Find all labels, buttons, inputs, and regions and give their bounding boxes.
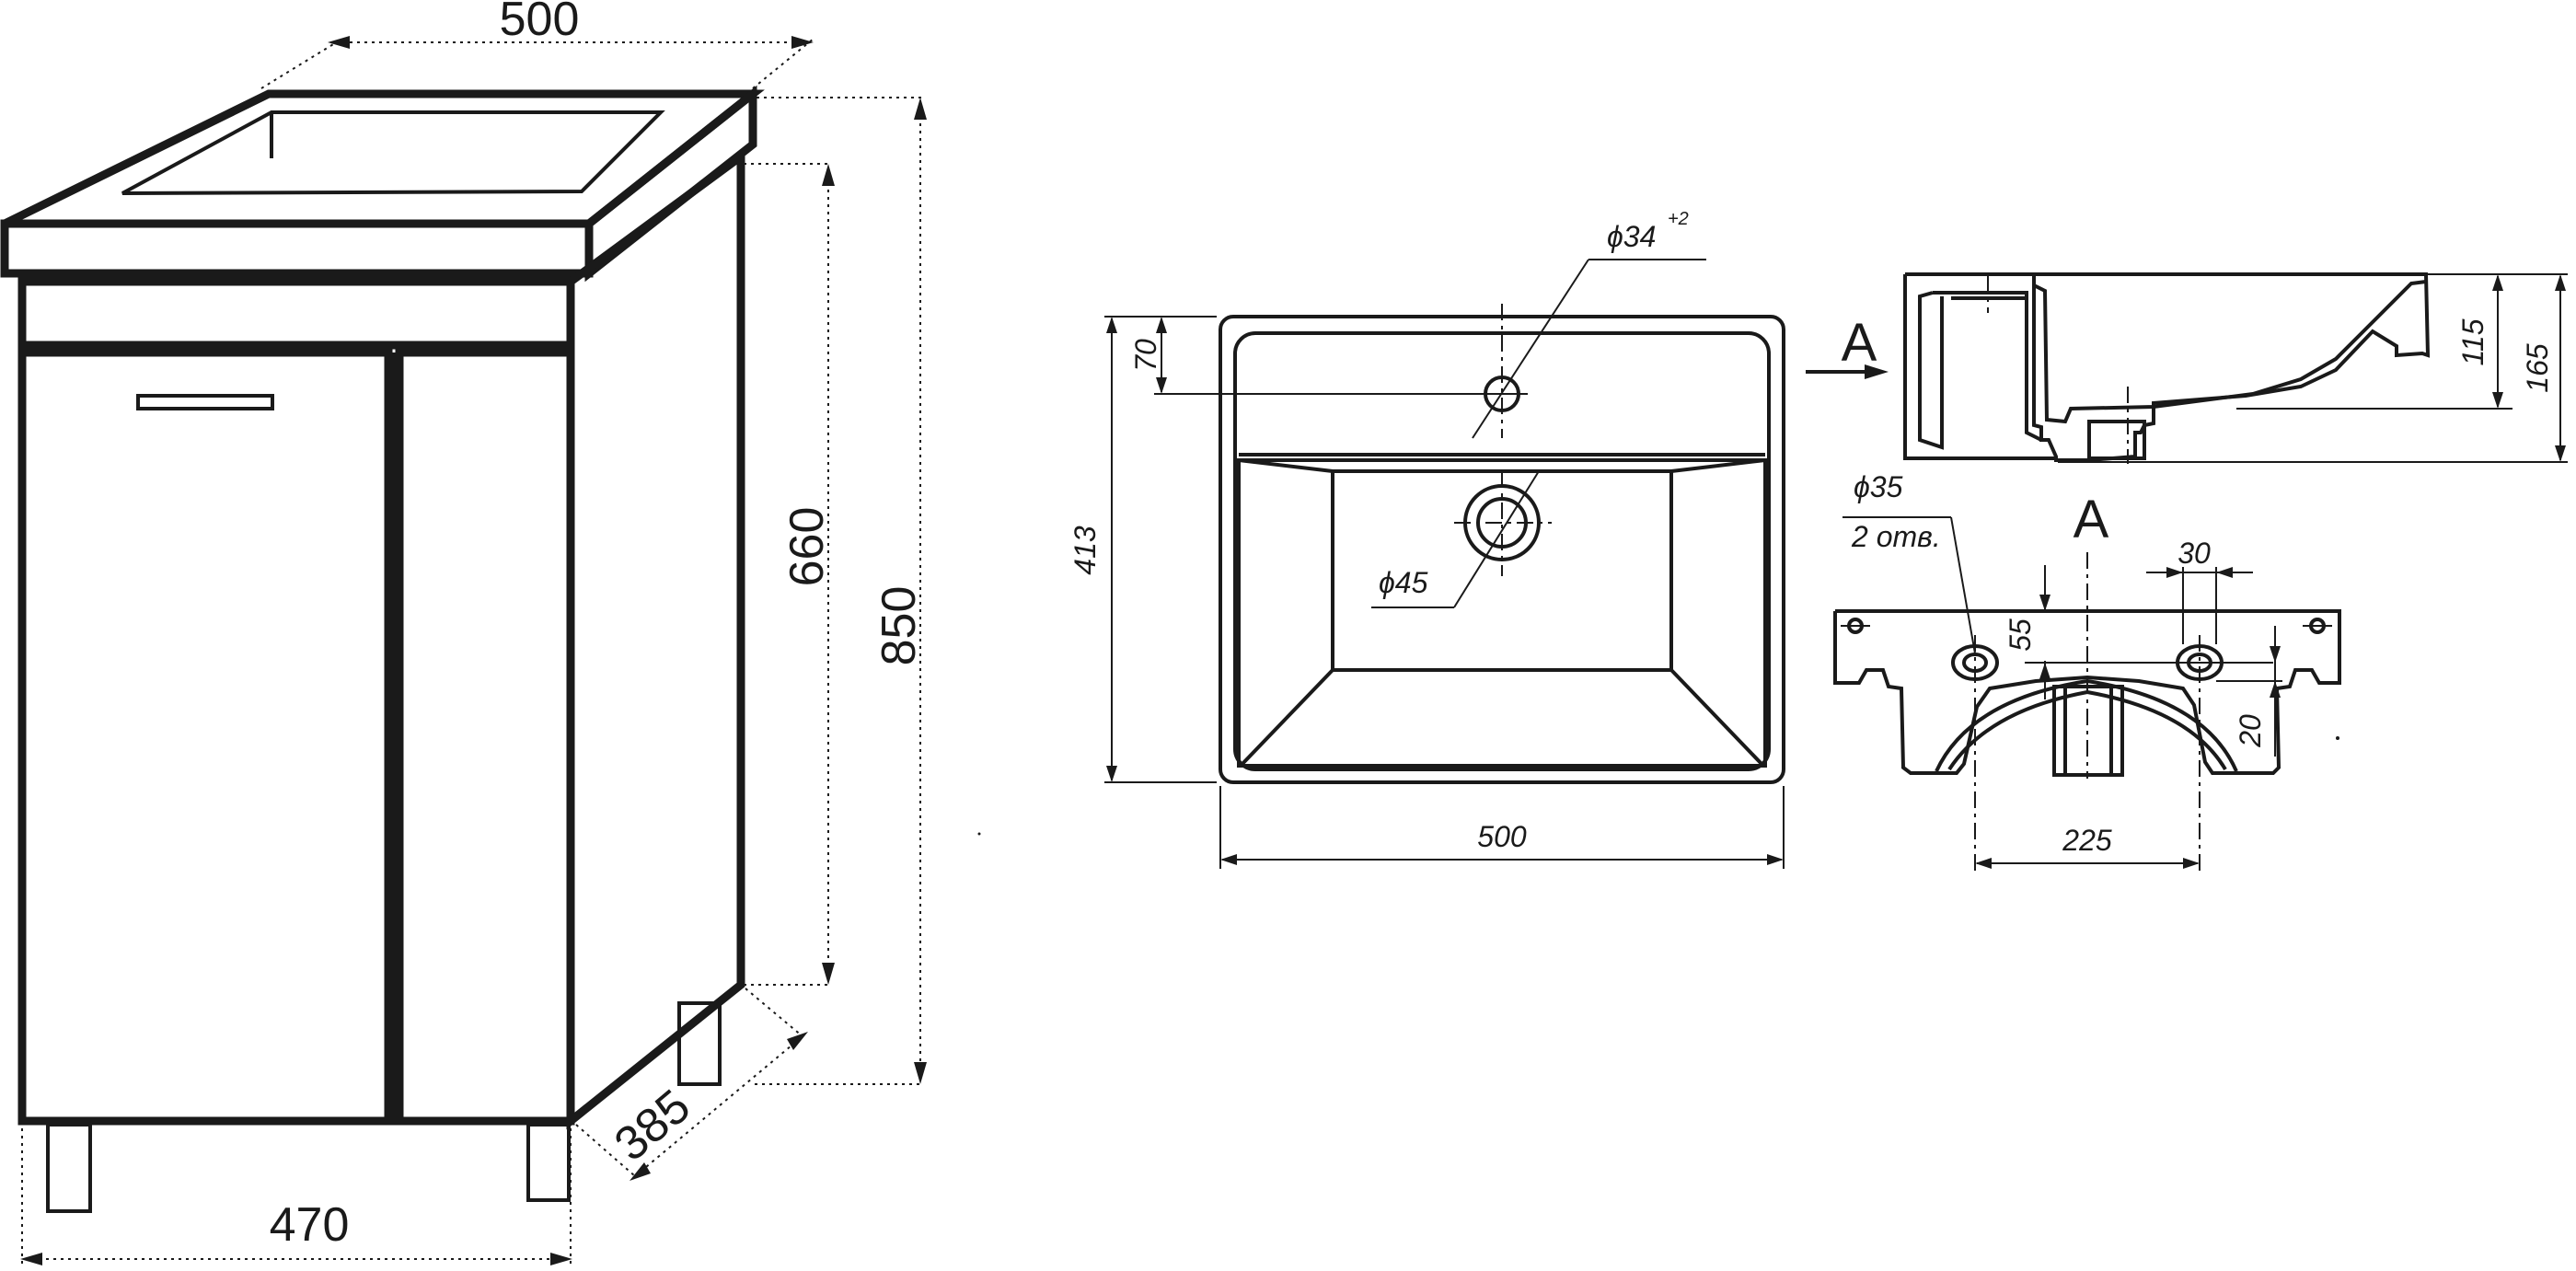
- dim-total-height-label: 850: [872, 586, 926, 666]
- side-profile-outer: [1905, 272, 2431, 462]
- dim-side-total-label: 165: [2521, 343, 2554, 393]
- section-marker-a: A: [1842, 313, 1877, 373]
- side-drain: [2087, 420, 2146, 460]
- back-drain: [2052, 685, 2124, 777]
- right-door: [395, 348, 575, 1126]
- drain-leader: [1453, 470, 1540, 608]
- dim-basin-depth: [1104, 316, 1217, 783]
- dim-rim-offset-label: 20: [2234, 714, 2267, 748]
- dim-basin-depth-label: 413: [1069, 526, 1102, 575]
- dim-depth: [575, 988, 808, 1181]
- back-outline: [1833, 609, 2341, 775]
- dim-hole-offset: [1154, 316, 1473, 395]
- drain-label: ϕ45: [1379, 566, 1428, 599]
- stray-dot: [2336, 736, 2339, 740]
- dim-top-width-label: 500: [500, 0, 580, 46]
- dim-hole-height: [2025, 565, 2273, 699]
- side-section-view: A 115 165: [1806, 272, 2568, 464]
- dim-hole-offset-label: 70: [1129, 339, 1162, 372]
- section-arrow-head: [1865, 364, 1889, 379]
- basin-opening: [121, 110, 665, 195]
- door-handle: [136, 394, 274, 410]
- tap-hole-leader: [1472, 259, 1589, 439]
- leg-back-right: [677, 1001, 722, 1086]
- dim-hole-height-label: 55: [2004, 618, 2037, 652]
- dim-body-height-label: 660: [780, 507, 834, 587]
- back-bowl-curve: [1935, 678, 2238, 772]
- dim-hole-spacing-label: 225: [2062, 824, 2112, 857]
- side-profile-wall: [1918, 291, 1944, 450]
- leg-front-left: [46, 1123, 92, 1213]
- dim-bottom-width-label: 470: [270, 1198, 350, 1252]
- section-label-a: A: [2074, 490, 2109, 549]
- dim-hole-width-label: 30: [2177, 537, 2211, 570]
- basin-bowl: [1237, 458, 1767, 768]
- side-profile-basin: [2033, 280, 2427, 424]
- side-profile-inner: [1933, 291, 2042, 442]
- back-bowl-curve-inner: [1947, 689, 2227, 771]
- hole-leader: [1950, 516, 1976, 654]
- dim-body-height: [744, 163, 835, 986]
- cabinet-view: 500 850 660 385: [0, 0, 927, 1266]
- leg-front-right: [526, 1123, 571, 1202]
- side-profile-back: [1903, 274, 2056, 460]
- dim-hole-width: [2146, 567, 2253, 644]
- bowl-edge-bl: [1239, 668, 1334, 768]
- dim-bottom-width: [20, 1128, 572, 1266]
- countertop-front: [0, 219, 594, 278]
- dim-top-width: [260, 36, 814, 89]
- back-section-view: A ϕ35 2 отв. 30: [1833, 470, 2341, 874]
- bowl-edge-br: [1669, 668, 1765, 768]
- hole-diameter-label: ϕ35: [1854, 470, 1903, 503]
- dim-side-heights: [2058, 273, 2568, 463]
- dim-hole-spacing: [1975, 858, 2200, 869]
- dim-basin-width-label: 500: [1477, 820, 1527, 853]
- hole-count-label: 2 отв.: [1851, 520, 1941, 553]
- stray-mark: [977, 832, 981, 836]
- tap-hole-label: ϕ34: [1607, 220, 1656, 253]
- dim-side-inner-label: 115: [2456, 318, 2489, 365]
- dim-basin-width: [1219, 786, 1785, 869]
- cabinet-front-frame: [17, 277, 575, 1126]
- bowl-edge-tr: [1670, 458, 1766, 473]
- tap-hole-tolerance: +2: [1668, 209, 1689, 229]
- left-door: [17, 348, 393, 1126]
- countertop-side: [584, 85, 757, 283]
- dim-rim-offset: [2216, 626, 2282, 757]
- dim-total-height: [755, 97, 927, 1085]
- bowl-edge-tl: [1238, 458, 1334, 473]
- dim-depth-label: 385: [605, 1080, 700, 1172]
- basin-rim: [1233, 331, 1771, 771]
- basin-top-view: ϕ34 +2 ϕ45 70 413: [1069, 209, 1785, 869]
- cabinet-side-panel: [566, 148, 745, 1130]
